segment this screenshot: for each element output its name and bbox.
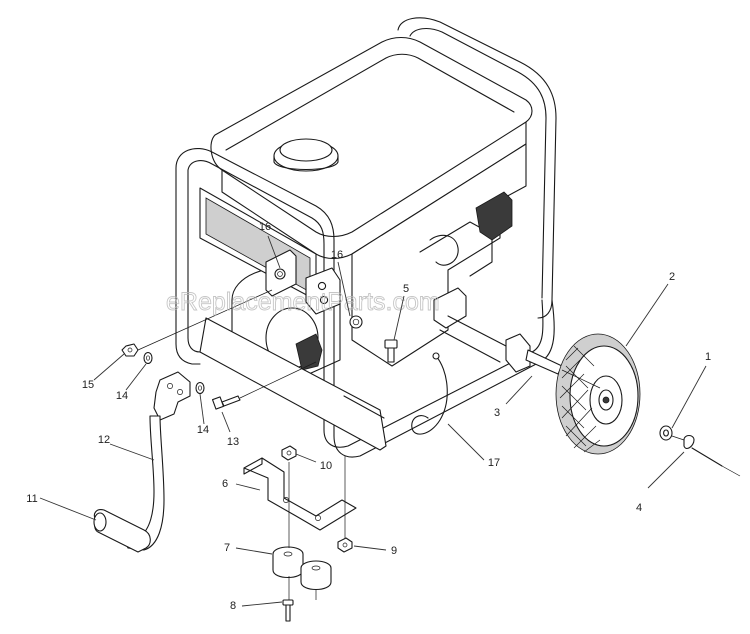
callout-9: 9 bbox=[391, 545, 397, 557]
engine-recoil bbox=[475, 191, 513, 241]
axle-frame-rail bbox=[447, 315, 507, 347]
rubber-foot-right bbox=[300, 560, 332, 591]
leader-14a bbox=[125, 363, 147, 391]
washer-1 bbox=[659, 425, 673, 441]
mount-grommet-right-inner bbox=[352, 318, 360, 326]
callout-leaders bbox=[39, 235, 707, 607]
axle-frame-rail-2 bbox=[439, 329, 501, 363]
handle-grip-end bbox=[93, 512, 107, 532]
leader-6 bbox=[235, 483, 261, 491]
wheel bbox=[555, 333, 641, 455]
handle-assembly bbox=[93, 371, 191, 553]
washer-14a bbox=[143, 351, 153, 365]
callout-4: 4 bbox=[636, 502, 642, 514]
alternator-bracket bbox=[295, 333, 323, 371]
leader-1 bbox=[671, 365, 707, 429]
fuel-cap-side bbox=[273, 155, 339, 170]
callout-6: 6 bbox=[222, 478, 228, 490]
fuel-cap-top bbox=[279, 138, 333, 162]
callout-17: 17 bbox=[488, 457, 500, 469]
leader-16a bbox=[267, 235, 281, 269]
callout-labels: 1 2 3 4 5 6 7 8 9 10 11 12 13 14 14 15 1… bbox=[26, 221, 711, 612]
callout-5: 5 bbox=[403, 283, 409, 295]
callout-12: 12 bbox=[98, 434, 110, 446]
frame-front-leg bbox=[175, 167, 201, 365]
frame-bottom-rail bbox=[199, 317, 387, 451]
handle-bracket bbox=[153, 371, 191, 421]
engine-block bbox=[351, 143, 527, 367]
nut-10 bbox=[281, 445, 297, 461]
bolt-5 bbox=[384, 339, 398, 363]
callout-1: 1 bbox=[705, 351, 711, 363]
hitch-pin-4 bbox=[683, 434, 723, 467]
mount-hole-left bbox=[274, 268, 286, 280]
generator-assembly bbox=[93, 17, 741, 622]
callout-13: 13 bbox=[227, 436, 239, 448]
assembly-line-bolt13 bbox=[239, 361, 317, 399]
callout-7: 7 bbox=[224, 542, 230, 554]
watermark: eReplacementParts.com bbox=[166, 288, 440, 316]
nut-9 bbox=[337, 537, 353, 553]
callout-8: 8 bbox=[230, 600, 236, 612]
frame-rear-tube-inner bbox=[409, 27, 547, 299]
nut-15 bbox=[121, 343, 139, 357]
ground-wire-end bbox=[432, 352, 440, 360]
callout-10: 10 bbox=[320, 460, 332, 472]
leader-15 bbox=[93, 353, 125, 381]
assembly-line-foot bbox=[288, 456, 346, 600]
callout-14b: 14 bbox=[197, 424, 209, 436]
callout-2: 2 bbox=[669, 271, 675, 283]
axle bbox=[525, 349, 563, 375]
engine-air-cleaner bbox=[433, 287, 467, 329]
frame-bottom-rail-edge bbox=[343, 395, 385, 419]
leader-2 bbox=[625, 283, 669, 347]
bolt-13 bbox=[211, 395, 241, 410]
callout-11: 11 bbox=[26, 493, 37, 505]
leader-7 bbox=[235, 547, 273, 555]
leader-9 bbox=[353, 545, 387, 551]
leader-17 bbox=[447, 423, 485, 461]
mount-grommet-right bbox=[349, 315, 363, 329]
axle-bracket bbox=[505, 333, 531, 373]
callout-14a: 14 bbox=[116, 390, 128, 402]
mount-hole-mid-1 bbox=[317, 281, 327, 291]
assembly-line-axle bbox=[561, 369, 741, 477]
mount-hole-left-inner bbox=[277, 271, 283, 277]
callout-16b: 16 bbox=[331, 249, 343, 261]
rubber-foot-left bbox=[272, 546, 304, 579]
leader-11 bbox=[39, 497, 97, 521]
engine-detail-2 bbox=[429, 234, 459, 266]
leader-12 bbox=[109, 443, 155, 461]
frame-front-tube-inner bbox=[187, 160, 544, 448]
frame-rear-tube bbox=[397, 17, 557, 319]
leader-8 bbox=[241, 601, 283, 607]
leader-13 bbox=[221, 411, 231, 433]
leader-4 bbox=[647, 451, 685, 489]
washer-14b bbox=[195, 381, 205, 395]
mount-plate-6 bbox=[243, 457, 357, 531]
mount-hole-mid-2 bbox=[319, 295, 329, 305]
assembly-line-handle bbox=[137, 289, 273, 351]
callout-15: 15 bbox=[82, 379, 94, 391]
frame-front-leg-inner bbox=[187, 169, 201, 353]
ground-wire bbox=[411, 355, 448, 435]
leader-16b bbox=[337, 261, 351, 317]
fuel-tank-ridge bbox=[225, 53, 515, 151]
callout-16a: 16 bbox=[259, 221, 271, 233]
leader-10 bbox=[295, 453, 317, 463]
screw-8 bbox=[282, 599, 294, 622]
leader-3 bbox=[505, 375, 533, 405]
callout-3: 3 bbox=[494, 407, 500, 419]
mount-bracket-mid bbox=[305, 267, 341, 315]
leader-5 bbox=[393, 295, 405, 341]
leader-14b bbox=[199, 393, 205, 425]
frame-front-tube-outer bbox=[175, 148, 555, 458]
